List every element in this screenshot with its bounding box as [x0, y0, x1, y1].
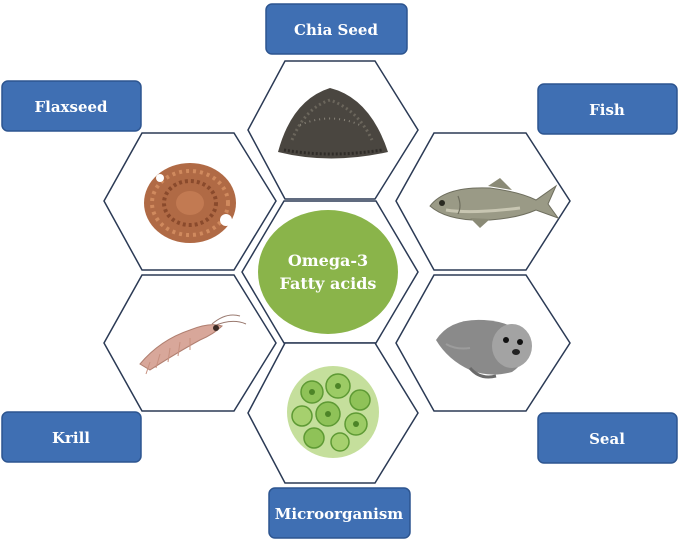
- center-title-line2: Fatty acids: [280, 274, 377, 293]
- chia-seeds-icon: [278, 88, 388, 159]
- center-title-line1: Omega-3: [288, 251, 368, 270]
- krill-icon: [139, 314, 247, 375]
- label-flaxseed-text: Flaxseed: [34, 98, 108, 116]
- label-flaxseed: Flaxseed: [1, 80, 142, 132]
- center-oval: [258, 210, 398, 334]
- label-seal-text: Seal: [589, 430, 625, 448]
- label-krill-text: Krill: [52, 429, 90, 447]
- center-node: Omega-3 Fatty acids: [258, 210, 398, 334]
- label-microorganism-text: Microorganism: [275, 505, 404, 523]
- label-chia-seed: Chia Seed: [265, 3, 408, 55]
- label-microorganism: Microorganism: [268, 487, 411, 539]
- flaxseed-icon: [144, 163, 236, 243]
- microorganism-icon: [287, 366, 379, 458]
- label-fish-text: Fish: [589, 101, 625, 119]
- label-seal: Seal: [537, 412, 678, 464]
- label-krill: Krill: [1, 411, 142, 463]
- label-chia-seed-text: Chia Seed: [294, 21, 378, 39]
- seal-icon: [436, 319, 532, 379]
- fish-icon: [429, 178, 560, 228]
- label-fish: Fish: [537, 83, 678, 135]
